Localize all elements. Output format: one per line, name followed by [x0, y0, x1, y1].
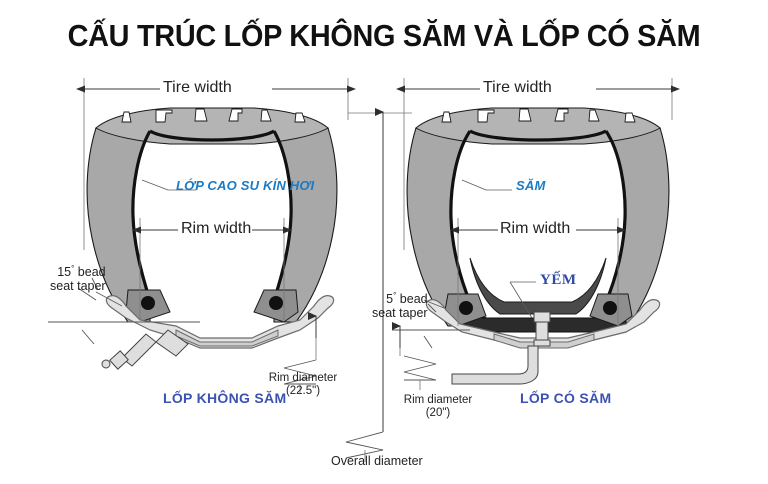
- left-taper-word-bead: bead: [74, 265, 106, 280]
- right-rim-profile: [425, 299, 661, 347]
- right-bead-taper-leader: [423, 299, 445, 309]
- left-tire-group: [48, 78, 392, 394]
- left-tread-groove-5: [260, 109, 272, 122]
- page-title: CẤU TRÚC LỐP KHÔNG SĂM VÀ LỐP CÓ SĂM: [67, 18, 701, 53]
- left-tread-groove-3: [194, 108, 208, 122]
- right-rimdia-break: [403, 355, 437, 381]
- left-bead-seat-taper-label: 15° bead seat taper: [50, 262, 106, 293]
- left-bead-taper-indicator: [48, 277, 200, 345]
- right-taper-angle-value: 5: [386, 292, 394, 307]
- left-valve-stem: [101, 329, 189, 370]
- left-rimdia-value: (22.5"): [285, 385, 321, 397]
- left-tire-width-label: Tire width: [163, 79, 232, 96]
- right-tread-groove-1: [441, 111, 452, 123]
- right-tire-width-label: Tire width: [483, 79, 552, 96]
- left-rim-diameter-label: Rim diameter (22.5"): [248, 372, 358, 398]
- left-inner-liner: [131, 130, 152, 301]
- left-tread-groove-2: [155, 109, 173, 123]
- left-bead-taper-leader: [95, 291, 123, 307]
- right-rimdia-text: Rim diameter: [403, 394, 473, 406]
- left-taper-angle-value: 15: [57, 265, 72, 280]
- left-rimdia-break: [283, 359, 317, 385]
- left-tread-groove-1: [121, 111, 132, 123]
- left-caption: LỐP KHÔNG SĂM: [163, 390, 287, 406]
- right-flap-leader-a: [509, 281, 533, 319]
- right-tube-body: [469, 257, 607, 315]
- tube-label: SĂM: [516, 178, 546, 193]
- right-taper-line2: seat taper: [372, 306, 428, 321]
- left-inner-liner-crown: [149, 129, 275, 142]
- left-taper-line2: seat taper: [50, 279, 106, 294]
- degree-icon: °: [71, 264, 75, 273]
- left-inner-liner-right: [272, 130, 293, 301]
- right-caption: LỐP CÓ SĂM: [520, 390, 612, 406]
- overall-diameter-label: Overall diameter: [331, 454, 423, 468]
- flap-label: YẾM: [540, 272, 577, 288]
- inner-liner-label: LỚP CAO SU KÍN HƠI: [176, 178, 315, 193]
- right-tube-leader-a: [461, 179, 487, 191]
- right-tread-groove-5: [588, 109, 600, 122]
- left-bead-bundle: [141, 296, 155, 310]
- left-tread-groove-6: [294, 112, 306, 123]
- overall-diameter-dimension: [345, 108, 384, 462]
- right-bead-seat-taper-label: 5° bead seat taper: [372, 289, 428, 320]
- right-bead-taper-indicator: [392, 303, 470, 349]
- left-rimdia-text: Rim diameter: [268, 372, 338, 384]
- right-bead-bundle-right: [603, 301, 617, 315]
- right-rimdia-value: (20"): [425, 407, 451, 419]
- right-rim-diameter-label: Rim diameter (20"): [383, 394, 493, 420]
- overall-dia-break: [345, 431, 384, 459]
- right-tire-group: [392, 78, 680, 390]
- left-rim-inner-channel: [175, 329, 279, 347]
- right-tread-groove-4: [554, 108, 569, 122]
- right-bead-bundle: [459, 301, 473, 315]
- left-bead-bundle-right: [269, 296, 283, 310]
- left-rim-width-label: Rim width: [181, 220, 252, 237]
- left-tread-groove-4: [228, 108, 243, 122]
- right-tube-outline-right: [604, 130, 627, 303]
- left-liner-leader-a: [141, 179, 169, 191]
- right-valve-stem: [451, 311, 551, 385]
- right-tube-outline-left: [449, 130, 472, 303]
- right-tube-outline-crown: [469, 129, 607, 142]
- degree-icon-2: °: [393, 291, 397, 300]
- right-tread-groove-3: [518, 108, 532, 122]
- right-taper-word-bead: bead: [396, 292, 428, 307]
- right-tread-groove-6: [624, 112, 636, 123]
- right-rim-width-label: Rim width: [500, 220, 571, 237]
- right-tread-groove-2: [477, 109, 495, 123]
